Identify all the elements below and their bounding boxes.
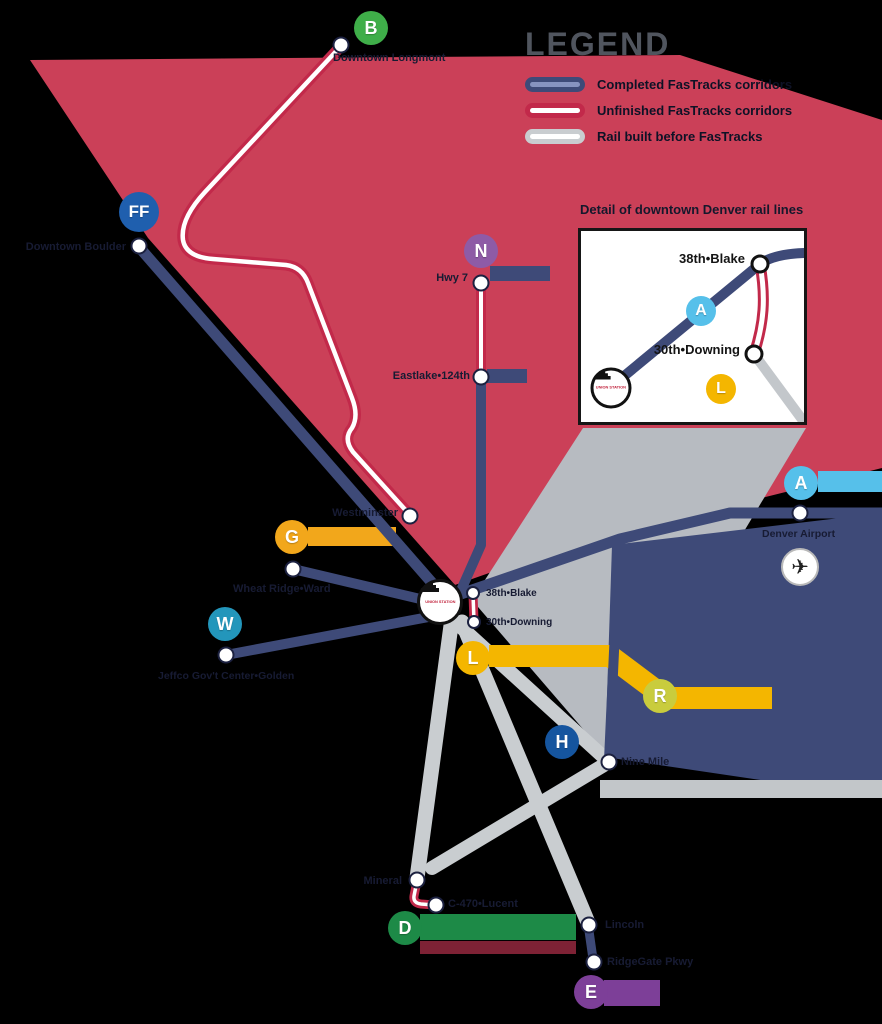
d-line-ribbon-2 <box>420 941 576 954</box>
line-badge-r: R <box>643 679 677 713</box>
g-line-ribbon <box>308 527 396 546</box>
pre-fastracks-lines <box>409 610 616 933</box>
line-badge-h: H <box>545 725 579 759</box>
legend-item-label: Rail built before FasTracks <box>597 129 763 144</box>
inset-canvas <box>607 248 804 422</box>
gray-band <box>600 780 882 798</box>
rail-b-ff-corridor <box>133 241 453 606</box>
station-label-jeffco: Jeffco Gov't Center•Golden <box>158 670 295 682</box>
line-badge-g: G <box>275 520 309 554</box>
station-label-lincoln: Lincoln <box>605 919 645 931</box>
n-line-ribbon-2 <box>487 369 527 383</box>
station-dot-ridgegate <box>585 953 603 971</box>
station-building-icon <box>594 371 611 380</box>
d-line-ribbon <box>420 914 576 940</box>
rail-w-line <box>221 608 455 660</box>
line-ribbons <box>308 266 882 1006</box>
station-label-hwy7: Hwy 7 <box>436 272 468 284</box>
rail-e-line <box>454 614 597 933</box>
station-dot-mineral <box>408 871 426 889</box>
station-dot-nine-mile <box>600 753 618 771</box>
legend-item-pre-fastracks: Rail built before FasTracks <box>525 129 865 144</box>
legend-title: LEGEND <box>525 26 671 62</box>
station-label-wheat-ridge: Wheat Ridge•Ward <box>233 583 331 595</box>
n-line-ribbon <box>490 266 550 281</box>
line-badge-n: N <box>464 234 498 268</box>
station-dot-38th-blake <box>466 586 480 600</box>
station-label-mineral: Mineral <box>363 875 402 887</box>
station-label-longmont: Downtown Longmont <box>333 52 446 64</box>
completed-line-swatch <box>525 77 585 92</box>
pre-fastracks-swatch <box>525 129 585 144</box>
line-badge-w: W <box>208 607 242 641</box>
station-dot-eastlake <box>472 368 490 386</box>
station-dot-c470 <box>427 896 445 914</box>
inset-title: Detail of downtown Denver rail lines <box>580 202 804 217</box>
navy-wedge <box>605 513 882 798</box>
legend-item-label: Completed FasTracks corridors <box>597 77 793 92</box>
station-label-westminster: Westminster <box>332 507 398 519</box>
station-label-nine-mile: Nine Mile <box>621 756 670 768</box>
station-label-30th-downing: 30th•Downing <box>486 617 553 628</box>
inset-l-line <box>749 351 804 422</box>
line-badge-e: E <box>574 975 608 1009</box>
station-label-ridgegate: RidgeGate Pkwy <box>607 956 694 968</box>
legend-item-completed: Completed FasTracks corridors <box>525 77 865 92</box>
station-dot-jeffco <box>217 646 235 664</box>
station-dots <box>130 36 809 971</box>
station-label-airport: Denver Airport <box>762 528 836 540</box>
station-dot-wheat-ridge <box>284 560 302 578</box>
station-dot-boulder <box>130 237 148 255</box>
station-label-c470: C-470•Lucent <box>448 898 518 910</box>
unfinished-line-swatch <box>525 103 585 118</box>
union-station-logo: UNION STATION <box>417 579 463 625</box>
nw-rail-core <box>180 43 413 518</box>
station-dot-longmont <box>332 36 350 54</box>
line-badge-ff: FF <box>119 192 159 232</box>
rail-crossover <box>425 755 616 875</box>
inset-link-core <box>751 261 766 357</box>
line-badge-d: D <box>388 911 422 945</box>
rail-l-line <box>489 645 772 709</box>
line-badge-b: B <box>354 11 388 45</box>
a-line-ribbon <box>818 471 882 492</box>
inset-label-30th-downing: 30th•Downing <box>653 342 740 357</box>
inset-union-station-logo: UNION STATION <box>590 367 632 409</box>
legend: LEGEND Completed FasTracks corridors Unf… <box>525 26 865 155</box>
line-badge-a: A <box>784 466 818 500</box>
station-label-38th-blake: 38th•Blake <box>486 588 537 599</box>
station-dot-lincoln <box>580 916 598 934</box>
inset-dot-38th-blake <box>750 254 770 274</box>
airplane-icon: ✈ <box>781 548 819 586</box>
legend-item-label: Unfinished FasTracks corridors <box>597 103 793 118</box>
station-dot-airport <box>791 504 809 522</box>
line-badge-l: L <box>456 641 490 675</box>
e-line-ribbon <box>604 980 660 1006</box>
legend-item-unfinished: Unfinished FasTracks corridors <box>525 103 865 118</box>
unfinished-lines <box>177 40 486 910</box>
station-dot-30th-downing <box>467 615 481 629</box>
station-label-boulder: Downtown Boulder <box>25 241 126 253</box>
rail-d-line <box>409 610 460 886</box>
station-dot-westminster <box>401 507 419 525</box>
inset-dot-30th-downing <box>744 344 764 364</box>
union-station-label: UNION STATION <box>424 599 456 604</box>
rail-n-line <box>457 378 486 593</box>
inset-badge-a: A <box>686 296 716 326</box>
inset-label-38th-blake: 38th•Blake <box>679 251 745 266</box>
station-dot-hwy7 <box>472 274 490 292</box>
station-building-icon <box>421 583 439 592</box>
inset-badge-l: L <box>706 374 736 404</box>
sw-ext-core <box>412 879 436 907</box>
station-label-eastlake: Eastlake•124th <box>392 370 470 382</box>
rail-r-line <box>604 538 624 765</box>
union-station-label: UNION STATION <box>595 385 627 390</box>
